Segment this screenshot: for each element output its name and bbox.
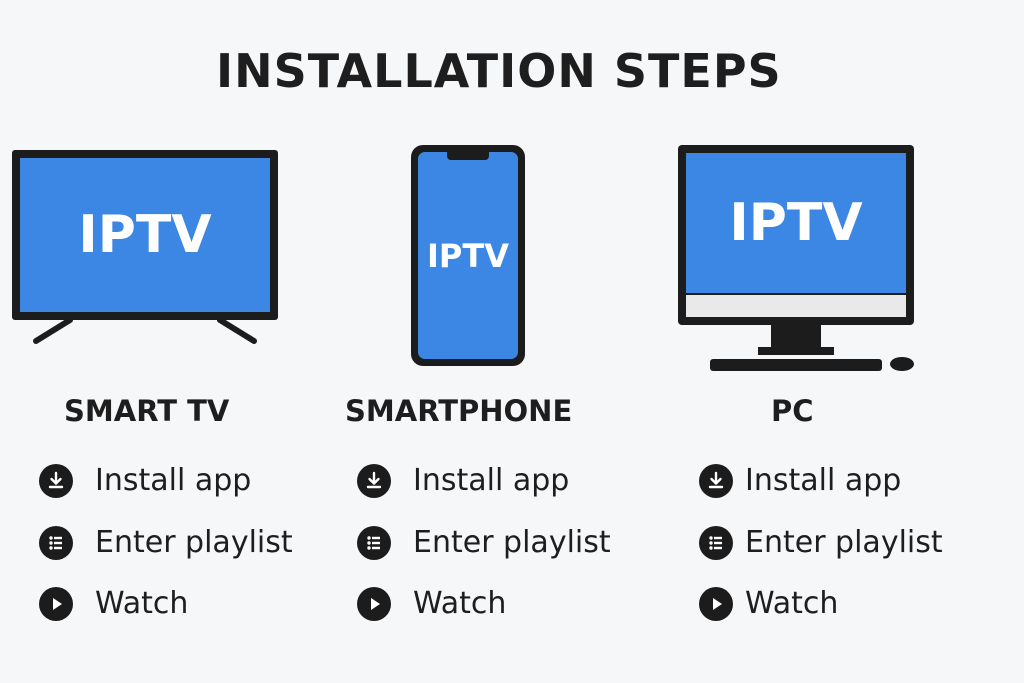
- download-icon: [699, 463, 733, 498]
- step-install-app: Install app: [357, 463, 569, 498]
- page-title: INSTALLATION STEPS: [216, 44, 782, 98]
- pc-screen-text: IPTV: [729, 193, 863, 253]
- list-icon: [699, 525, 733, 560]
- step-watch: Watch: [699, 586, 838, 621]
- download-icon: [39, 463, 73, 498]
- play-icon: [39, 586, 73, 621]
- smartphone-icon: IPTV: [409, 143, 527, 368]
- step-label: Enter playlist: [95, 525, 293, 560]
- step-enter-playlist: Enter playlist: [39, 525, 293, 560]
- play-icon: [357, 586, 391, 621]
- step-label: Install app: [95, 463, 252, 498]
- list-icon: [357, 525, 391, 560]
- play-icon: [699, 586, 733, 621]
- device-label-pc: PC: [771, 394, 814, 428]
- step-label: Install app: [745, 463, 902, 498]
- step-label: Install app: [413, 463, 570, 498]
- tv-screen-text: IPTV: [78, 205, 212, 265]
- step-install-app: Install app: [699, 463, 901, 498]
- device-label-smartphone: SMARTPHONE: [345, 394, 573, 428]
- step-label: Watch: [413, 586, 507, 621]
- device-label-smart-tv: SMART TV: [64, 394, 230, 428]
- list-icon: [39, 525, 73, 560]
- step-enter-playlist: Enter playlist: [699, 525, 943, 560]
- step-label: Watch: [95, 586, 189, 621]
- step-label: Enter playlist: [413, 525, 611, 560]
- pc-monitor-icon: IPTV: [676, 143, 916, 375]
- step-label: Enter playlist: [745, 525, 943, 560]
- phone-screen-text: IPTV: [427, 236, 509, 275]
- step-label: Watch: [745, 586, 839, 621]
- step-enter-playlist: Enter playlist: [357, 525, 611, 560]
- step-install-app: Install app: [39, 463, 251, 498]
- step-watch: Watch: [39, 586, 188, 621]
- download-icon: [357, 463, 391, 498]
- smart-tv-icon: IPTV: [10, 148, 280, 348]
- step-watch: Watch: [357, 586, 506, 621]
